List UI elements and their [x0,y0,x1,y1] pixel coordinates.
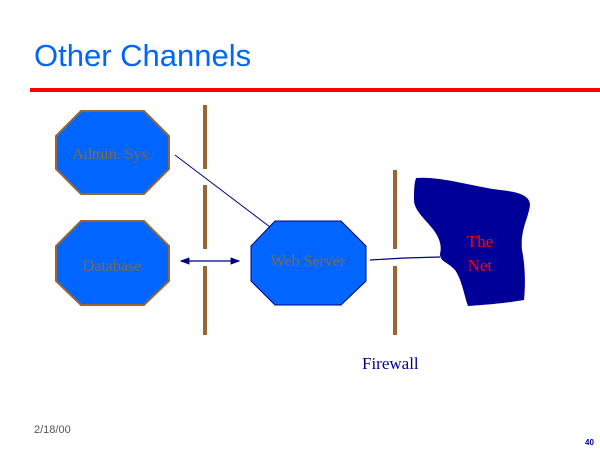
web-server-node[interactable]: Web Server [250,220,367,306]
firewall-label: Firewall [362,354,419,373]
net-label-line2: Net [468,256,493,275]
admin-sys-node[interactable]: Admin. Sys. [55,110,170,195]
webserver-to-net-link [369,256,441,261]
net-label-line1: The [467,232,493,251]
slide-date: 2/18/00 [34,424,71,436]
slide-title: Other Channels [34,38,252,73]
admin-to-webserver-link [174,154,271,228]
page-number: 40 [585,438,594,447]
web-server-label: Web Server [271,253,346,270]
internet-cloud-node[interactable]: The Net [414,177,530,306]
database-node[interactable]: Database [55,220,170,306]
title-underline [30,88,600,92]
database-label: Database [83,258,142,275]
admin-sys-label: Admin. Sys. [72,146,152,163]
